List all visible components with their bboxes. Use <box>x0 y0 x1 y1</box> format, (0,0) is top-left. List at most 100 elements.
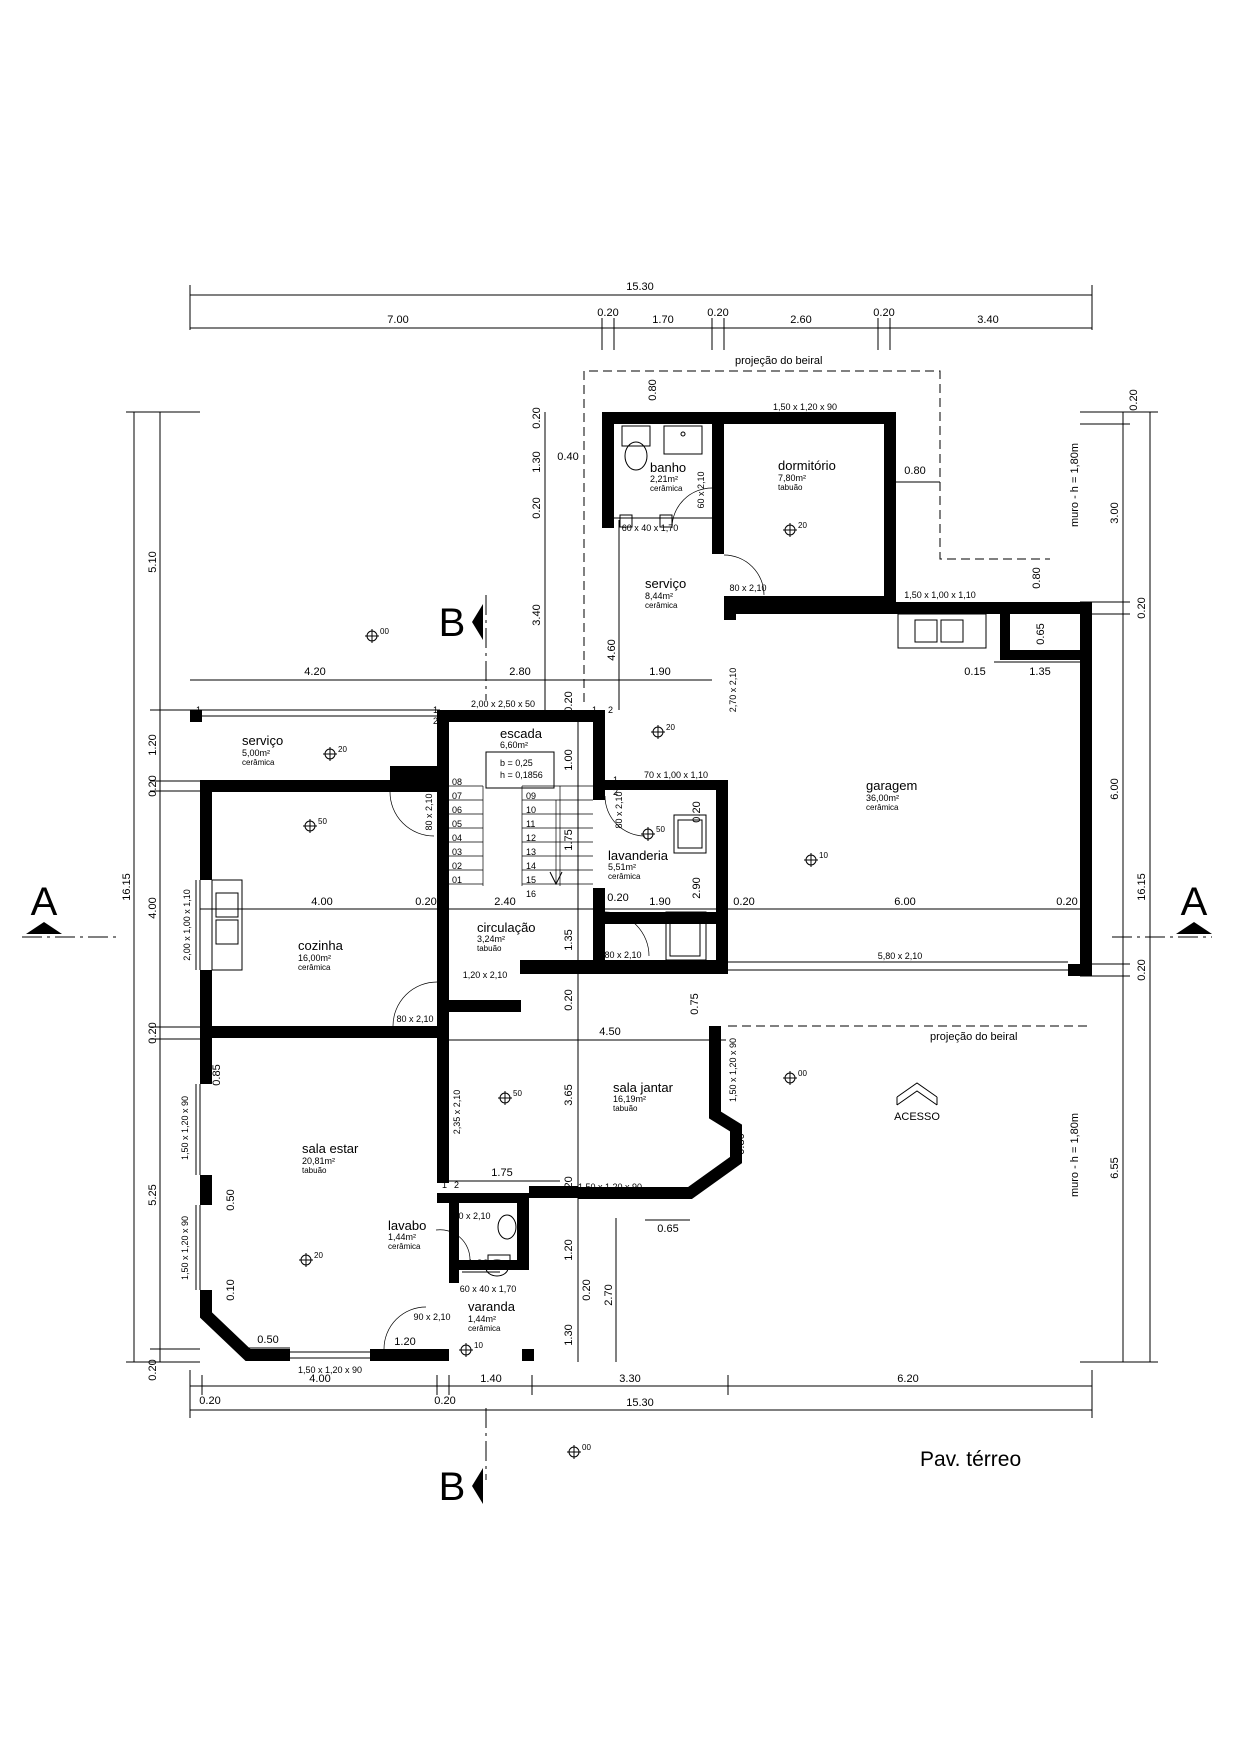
dormitorio-floor: tabuão <box>778 483 803 492</box>
dim-020h: 0.20 <box>415 896 436 908</box>
servico-left-area: 5,00m² <box>242 748 270 758</box>
level-markers: 00 20 20 20 50 50 10 00 50 20 10 00 <box>299 521 828 1459</box>
level-marker-icon <box>498 1091 512 1105</box>
dim-top-1: 7.00 <box>387 314 408 326</box>
dim-right-300: 3.00 <box>1109 502 1121 523</box>
dim-020f: 0.20 <box>563 691 575 712</box>
level-3: 20 <box>338 745 347 754</box>
opening-5: 1,50 x 1,00 x 1,10 <box>904 590 976 600</box>
opening-22: 90 x 2,10 <box>413 1312 450 1322</box>
stair-left-3: 06 <box>452 805 462 815</box>
section-a-right: A <box>1181 880 1208 924</box>
stair-numbers: 08 07 06 05 04 03 02 01 09 10 11 12 13 1… <box>452 777 536 899</box>
level-marker-icon <box>459 1343 473 1357</box>
wall-note-top: muro - h = 1,80m <box>1069 443 1081 527</box>
opening-21: 60 x 40 x 1,70 <box>460 1284 517 1294</box>
level-marker-icon <box>365 629 379 643</box>
access-marker: ACESSO <box>894 1082 940 1123</box>
eave-projection: projeção do beiral projeção do beiral <box>583 355 1092 1043</box>
level-marker-icon <box>323 747 337 761</box>
stair-right-6: 14 <box>526 861 536 871</box>
stair-right-4: 12 <box>526 833 536 843</box>
banho-area: 2,21m² <box>650 474 678 484</box>
dim-left-020c: 0.20 <box>147 1359 159 1380</box>
fixtures <box>211 425 987 1277</box>
circulacao-name: circulação <box>477 920 536 935</box>
level-2: 20 <box>798 521 807 530</box>
dim-065b: 0.65 <box>657 1223 678 1235</box>
kitchen-sink-icon <box>215 892 239 918</box>
dim-right-020b: 0.20 <box>1136 597 1148 618</box>
access-arrow-icon <box>896 1082 938 1106</box>
stair-left-4: 05 <box>452 819 462 829</box>
sala-estar-name: sala estar <box>302 1141 359 1156</box>
level-6: 50 <box>656 825 665 834</box>
dim-left-020b: 0.20 <box>147 1022 159 1043</box>
dim-bottom-3: 3.30 <box>619 1373 640 1385</box>
lavabo-sink-icon <box>497 1214 517 1240</box>
mark-9: 1 <box>442 1180 447 1190</box>
opening-12: 2,00 x 1,00 x 1,10 <box>182 889 192 961</box>
level-marker-icon <box>651 725 665 739</box>
dim-240: 2.40 <box>494 896 515 908</box>
dormitorio-name: dormitório <box>778 458 836 473</box>
step-marks: 1 2 1 2 1 2 1 2 1 2 1 <box>196 705 618 1190</box>
level-10: 20 <box>314 1251 323 1260</box>
lavabo-name: lavabo <box>388 1218 426 1233</box>
wall-note-bottom: muro - h = 1,80m <box>1069 1113 1081 1197</box>
varanda-area: 1,44m² <box>468 1314 496 1324</box>
level-1: 00 <box>380 627 389 636</box>
opening-13: 5,80 x 2,10 <box>878 951 923 961</box>
section-a-right-arrow-icon <box>1176 922 1212 934</box>
dim-right-600: 6.00 <box>1109 778 1121 799</box>
servico-top-area: 8,44m² <box>645 591 673 601</box>
walls <box>190 412 1092 1361</box>
dim-top-4: 0.20 <box>707 307 728 319</box>
level-7: 10 <box>819 851 828 860</box>
dim-085: 0.85 <box>211 1064 223 1085</box>
lavabo-area: 1,44m² <box>388 1232 416 1242</box>
dim-080c: 0.80 <box>647 379 659 400</box>
level-marker-icon <box>783 1071 797 1085</box>
dim-020i: 0.20 <box>733 896 754 908</box>
dim-top-5: 2.60 <box>790 314 811 326</box>
varanda-name: varanda <box>468 1299 516 1314</box>
dim-top-6: 0.20 <box>873 307 894 319</box>
dim-460: 4.60 <box>606 639 618 660</box>
dim-left-120: 1.20 <box>147 734 159 755</box>
dim-120a: 1.20 <box>563 1239 575 1260</box>
toilet-tank <box>621 425 651 447</box>
level-marker-icon <box>303 819 317 833</box>
level-marker-icon <box>641 827 655 841</box>
dim-top-3: 1.70 <box>652 314 673 326</box>
dim-bottom-total: 15.30 <box>626 1397 654 1409</box>
dim-450: 4.50 <box>599 1026 620 1038</box>
escada-name: escada <box>500 726 543 741</box>
opening-20: 60 x 2,10 <box>453 1211 490 1221</box>
level-4: 20 <box>666 723 675 732</box>
stair-left-7: 02 <box>452 861 462 871</box>
mark-8: 2 <box>613 787 618 797</box>
section-a-left-arrow-icon <box>26 922 62 934</box>
opening-2: 60 x 40 x 1,70 <box>622 523 679 533</box>
level-9: 50 <box>513 1089 522 1098</box>
opening-14: 1,20 x 2,10 <box>463 970 508 980</box>
cozinha-area: 16,00m² <box>298 953 331 963</box>
stair-left-8: 01 <box>452 875 462 885</box>
dim-135v: 1.35 <box>563 929 575 950</box>
door-swings <box>383 487 765 1350</box>
opening-10: 80 x 2,10 <box>614 791 624 828</box>
dim-135: 1.35 <box>1029 666 1050 678</box>
opening-4: 80 x 2,10 <box>729 583 766 593</box>
garagem-name: garagem <box>866 778 917 793</box>
dim-075: 0.75 <box>689 993 701 1014</box>
cozinha-floor: cerâmica <box>298 963 331 972</box>
lavanderia-area: 5,51m² <box>608 862 636 872</box>
dim-020k: 0.20 <box>607 892 628 904</box>
stair-right-3: 11 <box>526 819 535 829</box>
dim-080a: 0.80 <box>1031 567 1043 588</box>
level-marker-icon <box>783 523 797 537</box>
dim-020e: 0.20 <box>531 497 543 518</box>
dim-015: 0.15 <box>964 666 985 678</box>
